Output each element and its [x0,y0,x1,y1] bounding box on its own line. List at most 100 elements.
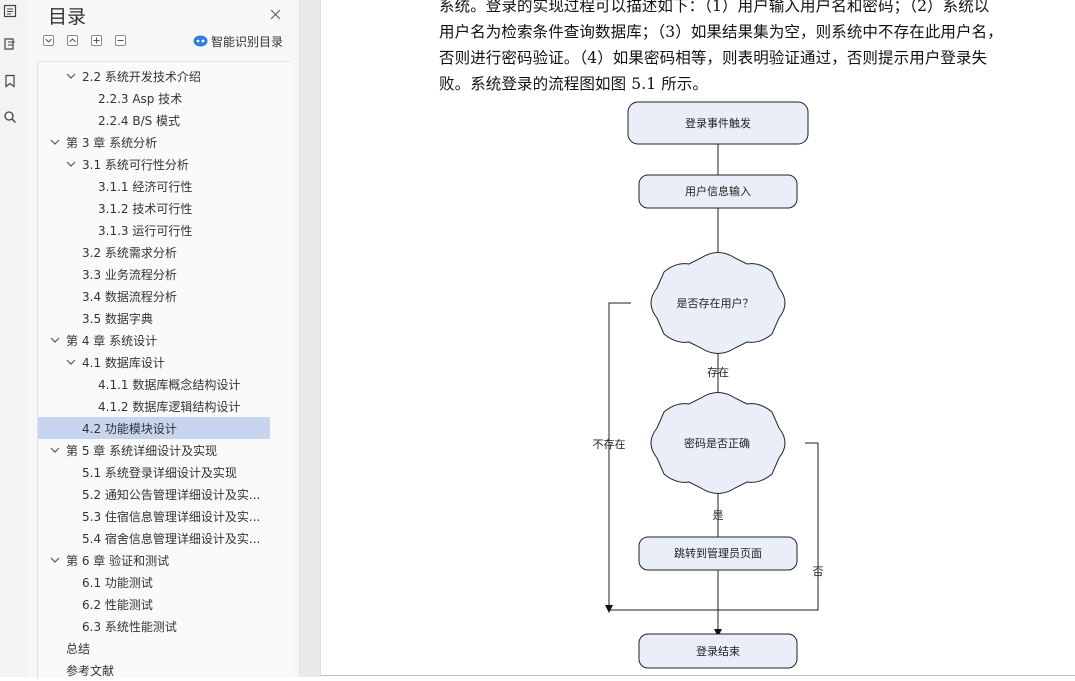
toc-item[interactable]: 3.1.1 经济可行性 [38,175,270,197]
toc-item-label: 参考文献 [66,663,115,678]
toc-item-label: 6.3 系统性能测试 [82,619,177,634]
toc-item[interactable]: 3.5 数据字典 [38,307,270,329]
remove-heading-icon[interactable] [115,35,126,46]
toc-item[interactable]: 4.2 功能模块设计 [38,417,270,439]
toc-item[interactable]: 2.2.3 Asp 技术 [38,87,270,109]
bookmark-list-icon[interactable] [0,33,20,55]
toc-item-label: 5.4 宿舍信息管理详细设计及实... [82,531,261,546]
toc-item[interactable]: 第 5 章 系统详细设计及实现 [38,439,270,461]
chevron-down-icon[interactable] [50,555,60,565]
toc-item[interactable]: 4.1.1 数据库概念结构设计 [38,373,270,395]
toc-item[interactable]: 4.1.2 数据库逻辑结构设计 [38,395,270,417]
toc-item[interactable]: 2.2 系统开发技术介绍 [38,65,270,87]
flow-connector-not-exists [608,302,631,610]
toc-item[interactable]: 总结 [38,637,270,659]
toc-item-label: 4.1 数据库设计 [82,355,165,370]
flow-decision-user-exists [650,252,786,354]
close-icon[interactable] [265,4,285,24]
toc-item-label: 5.3 住宿信息管理详细设计及实... [82,509,261,524]
toc-item-label: 3.5 数据字典 [82,311,153,326]
smart-toc-icon [193,35,208,47]
chevron-down-icon[interactable] [50,335,60,345]
toc-item[interactable]: 5.1 系统登录详细设计及实现 [38,461,270,483]
toc-item[interactable]: 6.3 系统性能测试 [38,615,270,637]
toc-item-label: 4.1.2 数据库逻辑结构设计 [98,399,241,414]
toc-item-label: 3.2 系统需求分析 [82,245,177,260]
toc-item[interactable]: 6.2 性能测试 [38,593,270,615]
smart-toc-button[interactable]: 智能识别目录 [193,33,283,49]
body-text-line: 败。系统登录的流程图如图 5.1 所示。 [439,75,709,93]
toc-item[interactable]: 4.1 数据库设计 [38,351,270,373]
search-icon[interactable] [0,106,20,128]
toc-item-label: 3.1.3 运行可行性 [98,223,193,238]
flow-edge-label-yes: 是 [713,509,724,522]
page-gutter [300,0,321,677]
toc-item[interactable]: 3.4 数据流程分析 [38,285,270,307]
flow-edge-label-exists: 存在 [707,365,729,379]
toc-item-label: 4.1.1 数据库概念结构设计 [98,377,241,392]
flow-decision-password [650,392,786,494]
toc-item[interactable]: 第 6 章 验证和测试 [38,549,270,571]
toc-item-label: 6.1 功能测试 [82,575,153,590]
toc-item-label: 第 5 章 系统详细设计及实现 [66,443,218,458]
toc-item-label: 第 3 章 系统分析 [66,135,158,150]
toc-tree: 2.2 系统开发技术介绍 2.2.3 Asp 技术 2.2.4 B/S 模式第 3 … [37,61,290,678]
toc-item[interactable]: 5.4 宿舍信息管理详细设计及实... [38,527,270,549]
flow-end-node [638,633,798,669]
toc-item-label: 2.2.4 B/S 模式 [98,113,181,128]
expand-all-icon[interactable] [67,35,78,46]
toc-item[interactable]: 5.3 住宿信息管理详细设计及实... [38,505,270,527]
flow-start-label: 登录事件触发 [685,116,751,130]
flow-end-label: 登录结束 [696,644,740,658]
toc-item[interactable]: 3.2 系统需求分析 [38,241,270,263]
toc-item-label: 5.2 通知公告管理详细设计及实... [82,487,261,502]
toc-title: 目录 [48,6,87,28]
toc-item-label: 3.4 数据流程分析 [82,289,177,304]
flow-input-label: 用户信息输入 [685,184,751,198]
toc-item-label: 3.3 业务流程分析 [82,267,177,282]
toc-item-label: 2.2 系统开发技术介绍 [82,69,201,84]
toc-item-label: 2.2.3 Asp 技术 [98,91,183,106]
page-bottom-edge [321,675,1075,676]
chevron-down-icon[interactable] [66,159,76,169]
chevron-down-icon[interactable] [50,445,60,455]
toc-item[interactable]: 3.1.3 运行可行性 [38,219,270,241]
body-text-line: 系统。登录的实现过程可以描述如下：（1）用户输入用户名和密码；（2）系统以 [439,0,990,15]
chevron-down-icon[interactable] [66,71,76,81]
document-page: 系统。登录的实现过程可以描述如下：（1）用户输入用户名和密码；（2）系统以 用户… [321,0,1075,677]
toc-item[interactable]: 3.1.2 技术可行性 [38,197,270,219]
toc-item[interactable]: 参考文献 [38,659,270,681]
toc-item[interactable]: 3.1 系统可行性分析 [38,153,270,175]
flow-action-label: 跳转到管理员页面 [674,546,762,560]
flow-edge-label-not-exists: 不存在 [593,437,626,451]
flow-start-node [627,101,809,145]
toc-item-label: 第 4 章 系统设计 [66,333,158,348]
login-flowchart: 登录事件触发 用户信息输入 是否存在用户？ 密码是否正确 跳转到管理员页面 登录… [593,101,824,669]
toc-item[interactable]: 第 3 章 系统分析 [38,131,270,153]
outline-icon[interactable] [0,0,20,22]
chevron-down-icon[interactable] [50,137,60,147]
toc-item-label: 6.2 性能测试 [82,597,153,612]
toc-item-label: 3.1.2 技术可行性 [98,201,193,216]
flow-decision2-label: 密码是否正确 [684,436,750,450]
chevron-down-icon[interactable] [66,357,76,367]
flow-decision1-label: 是否存在用户？ [677,296,754,310]
collapse-all-icon[interactable] [43,35,54,46]
flow-input-node [638,174,798,209]
add-heading-icon[interactable] [91,35,102,46]
toc-item[interactable]: 3.3 业务流程分析 [38,263,270,285]
toc-item-label: 第 6 章 验证和测试 [66,553,170,568]
body-text-line: 否则进行密码验证。（4）如果密码相等，则表明验证通过，否则提示用户登录失 [439,49,988,67]
bookmark-icon[interactable] [0,70,20,92]
toc-item[interactable]: 第 4 章 系统设计 [38,329,270,351]
sidebar-rail [0,0,29,677]
toc-item-label: 3.1 系统可行性分析 [82,157,189,172]
toc-item-label: 4.2 功能模块设计 [82,421,177,436]
toc-item[interactable]: 2.2.4 B/S 模式 [38,109,270,131]
toc-item[interactable]: 5.2 通知公告管理详细设计及实... [38,483,270,505]
toc-item[interactable]: 6.1 功能测试 [38,571,270,593]
toc-item-label: 5.1 系统登录详细设计及实现 [82,465,237,480]
toc-item-label: 3.1.1 经济可行性 [98,179,193,194]
toc-item-label: 总结 [66,641,91,656]
toc-panel: 目录 智能识别目录 2.2 系统开发技术介绍 2.2.3 Asp 技术 2.2.4 … [28,0,306,678]
